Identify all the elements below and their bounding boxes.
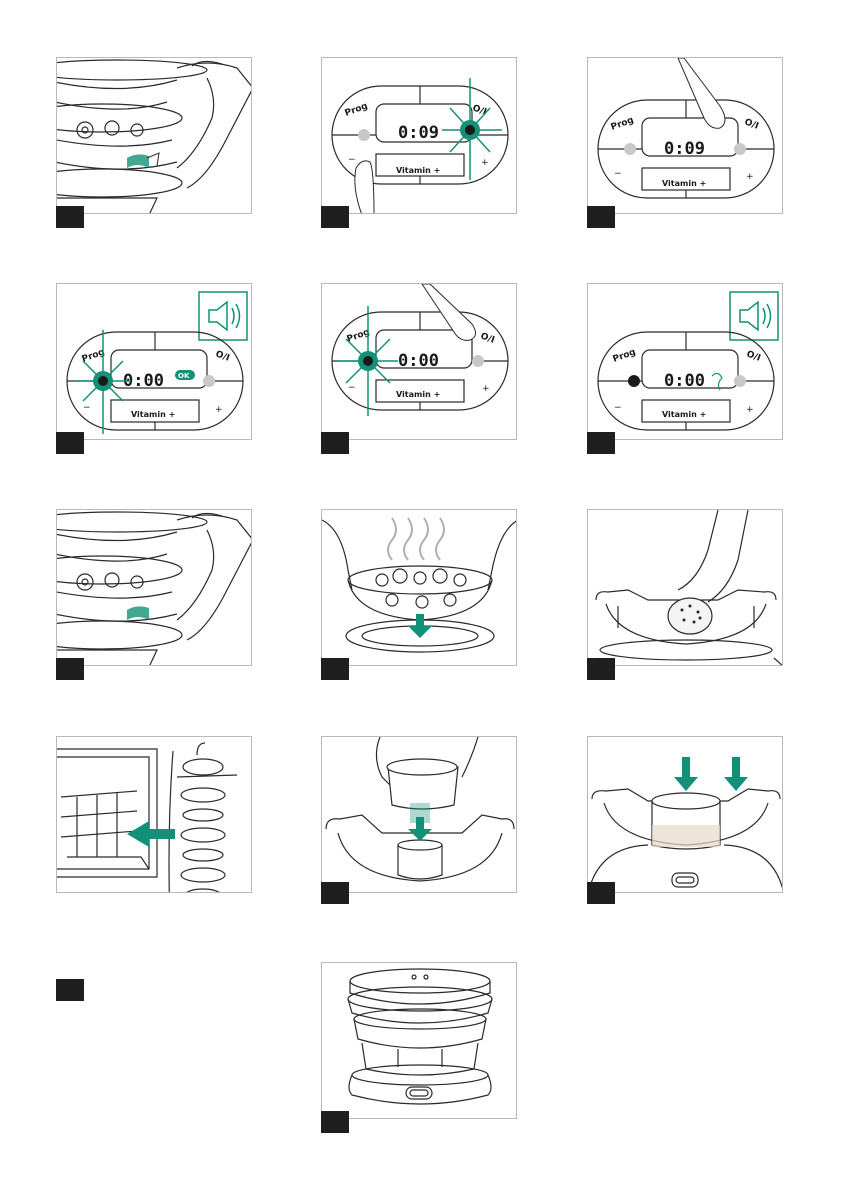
vitamin-label: Vitamin + [662,410,706,419]
speaker-icon [739,300,772,332]
prog-indicator-led [628,375,640,387]
cleaning-water-tank-illustration [589,510,782,665]
insert-cup-base-illustration [588,757,782,892]
power-indicator-led [734,143,746,155]
step-number-tab-4 [56,432,84,454]
assembled-steamer-illustration [347,968,493,1105]
ok-badge-text: OK [178,372,190,380]
power-label: O/I [479,331,496,345]
minus-symbol: − [348,155,356,165]
step-panel-4: Prog O/I 0:00 OK Vitamin + − + [56,283,252,440]
finger-icon [354,160,375,213]
minus-symbol: − [83,403,91,413]
place-juice-cup-illustration [325,737,515,882]
control-panel-illustration: Prog O/I 0:00 Vitamin + − + [331,284,509,416]
step-number-tab-13 [321,1111,349,1133]
prog-indicator-led [624,143,636,155]
arrow-down-icon [408,817,432,841]
control-panel-illustration: Prog O/I 0:09 Vitamin + − + [331,78,509,213]
arrow-down-icon [674,757,698,791]
plus-symbol: + [482,384,490,394]
control-panel-illustration: Prog O/I 0:00 OK Vitamin + − + [66,291,248,434]
lcd-time: 0:00 [123,371,164,391]
power-indicator-led [472,355,484,367]
prog-label: Prog [610,115,636,132]
step-panel-11 [321,736,517,893]
minus-symbol: − [614,403,622,413]
step-panel-8 [321,509,517,666]
step-number-tab-10 [56,979,84,1001]
lcd-time: 0:00 [398,351,439,371]
plus-symbol: + [215,405,223,415]
lcd-time: 0:09 [398,123,439,143]
step-number-tab-12 [587,882,615,904]
power-label: O/I [214,349,231,363]
basket-on-plate-illustration [322,517,516,653]
step-panel-5: Prog O/I 0:00 Vitamin + − + [321,283,517,440]
lcd-time: 0:00 [664,371,705,391]
steam-icon [387,517,445,561]
vitamin-label: Vitamin + [131,410,175,419]
steam-indicator-icon [711,372,723,391]
vitamin-label: Vitamin + [396,390,440,399]
power-label: O/I [471,103,488,117]
vitamin-label: Vitamin + [396,166,440,175]
step-panel-9 [587,509,783,666]
steamer-basket-lift-illustration [57,511,251,665]
control-panel-illustration: Prog O/I 0:09 Vitamin + − + [597,58,775,199]
step-number-tab-9 [587,658,615,680]
plus-symbol: + [481,158,489,168]
control-panel-illustration: Prog O/I 0:00 Vitamin + − + [597,291,779,431]
step-number-tab-2 [321,206,349,228]
steamer-basket-lift-illustration [57,59,251,213]
power-label: O/I [745,349,762,363]
step-number-tab-3 [587,206,615,228]
step-panel-6: Prog O/I 0:00 Vitamin + − + [587,283,783,440]
step-panel-3: Prog O/I 0:09 Vitamin + − + [587,57,783,214]
step-panel-12 [587,736,783,893]
step-number-tab-6 [587,432,615,454]
prog-indicator-led [358,129,370,141]
plus-symbol: + [746,172,754,182]
step-number-tab-5 [321,432,349,454]
prog-label: Prog [612,347,638,364]
step-panel-1 [56,57,252,214]
power-label: O/I [743,117,760,131]
step-number-tab-1 [56,206,84,228]
ok-badge [175,370,195,380]
plus-symbol: + [746,405,754,415]
step-panel-13 [321,962,517,1119]
step-panel-7 [56,509,252,666]
power-indicator-led [734,375,746,387]
lcd-time: 0:09 [664,139,705,159]
finger-icon [421,284,476,341]
arrow-down-icon [408,614,432,638]
step-number-tab-8 [321,658,349,680]
dishwasher-parts-illustration [57,742,238,892]
speaker-icon [208,300,241,332]
arrow-down-icon [724,757,748,791]
step-panel-2: Prog O/I 0:09 Vitamin + − + [321,57,517,214]
minus-symbol: − [614,169,622,179]
minus-symbol: − [348,383,356,393]
finger-icon [677,58,726,129]
step-panel-10 [56,736,252,893]
arrow-left-icon [127,821,175,847]
prog-label: Prog [344,101,370,118]
step-number-tab-7 [56,658,84,680]
vitamin-label: Vitamin + [662,179,706,188]
power-indicator-led [203,375,215,387]
step-number-tab-11 [321,882,349,904]
